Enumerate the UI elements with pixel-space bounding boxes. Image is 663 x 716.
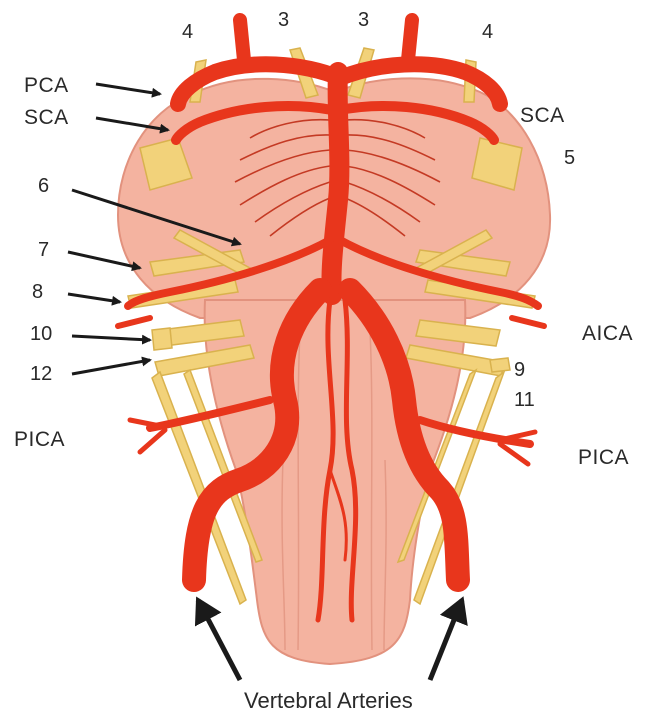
label-11: 11 — [514, 389, 535, 411]
nerve-10-stub-left — [152, 328, 172, 350]
label-pica-left: PICA — [14, 428, 65, 451]
artery-top-left-stub — [240, 20, 244, 60]
label-6: 6 — [38, 175, 49, 197]
arrow-pca — [96, 84, 160, 94]
arrow-vertebral-right — [430, 600, 462, 680]
label-top-left-3: 3 — [278, 9, 289, 31]
label-aica: AICA — [582, 322, 633, 345]
label-7: 7 — [38, 239, 49, 261]
label-top-right-4: 4 — [482, 21, 493, 43]
aica-left-tip — [118, 318, 150, 326]
arrow-8 — [68, 294, 120, 302]
artery-top-right-stub — [408, 20, 412, 60]
label-sca-left: SCA — [24, 106, 69, 129]
label-top-right-3: 3 — [358, 9, 369, 31]
label-pica-right: PICA — [578, 446, 629, 469]
label-top-left-4: 4 — [182, 21, 193, 43]
pica-left-tip-2 — [140, 430, 165, 452]
pica-left-tip-1 — [130, 420, 160, 426]
basilar-artery — [331, 72, 339, 295]
nerve-9-stub-right — [490, 358, 510, 372]
aica-right-tip — [512, 318, 544, 326]
label-sca-right: SCA — [520, 104, 565, 127]
arrow-10 — [72, 336, 150, 340]
arrow-vertebral-left — [198, 600, 240, 680]
label-9: 9 — [514, 359, 525, 381]
label-pca: PCA — [24, 74, 69, 97]
label-8: 8 — [32, 281, 43, 303]
caption-vertebral-arteries: Vertebral Arteries — [244, 688, 413, 713]
label-5: 5 — [564, 147, 575, 169]
label-10: 10 — [30, 323, 52, 345]
arrow-12 — [72, 360, 150, 374]
label-12: 12 — [30, 363, 52, 385]
